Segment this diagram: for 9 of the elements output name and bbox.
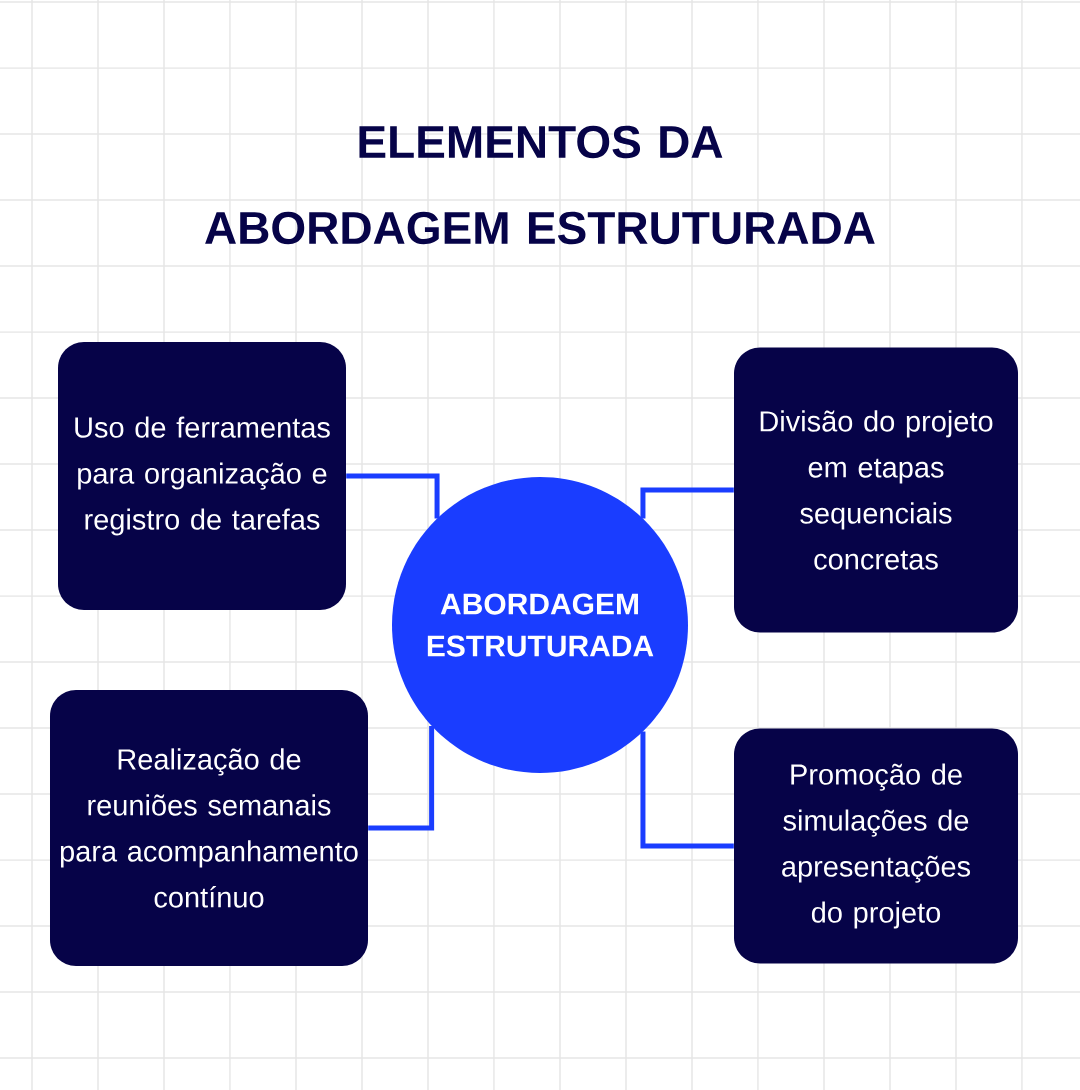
topic-box: Uso de ferramentas para organização e registro de tarefas xyxy=(58,342,346,610)
connector-line xyxy=(368,726,435,831)
connector-line xyxy=(640,487,734,519)
topic-box: Divisão do projeto em etapas sequenciais concretas xyxy=(734,347,1018,633)
topic-box: Realização de reuniões semanais para acompanhamento contínuo xyxy=(50,690,368,966)
connector-line xyxy=(640,731,734,849)
topic-box: Promoção de simulações de apresentações do projeto xyxy=(734,728,1018,964)
connector-line xyxy=(346,473,440,519)
title: ELEMENTOS DA ABORDAGEM ESTRUTURADA xyxy=(205,125,875,245)
